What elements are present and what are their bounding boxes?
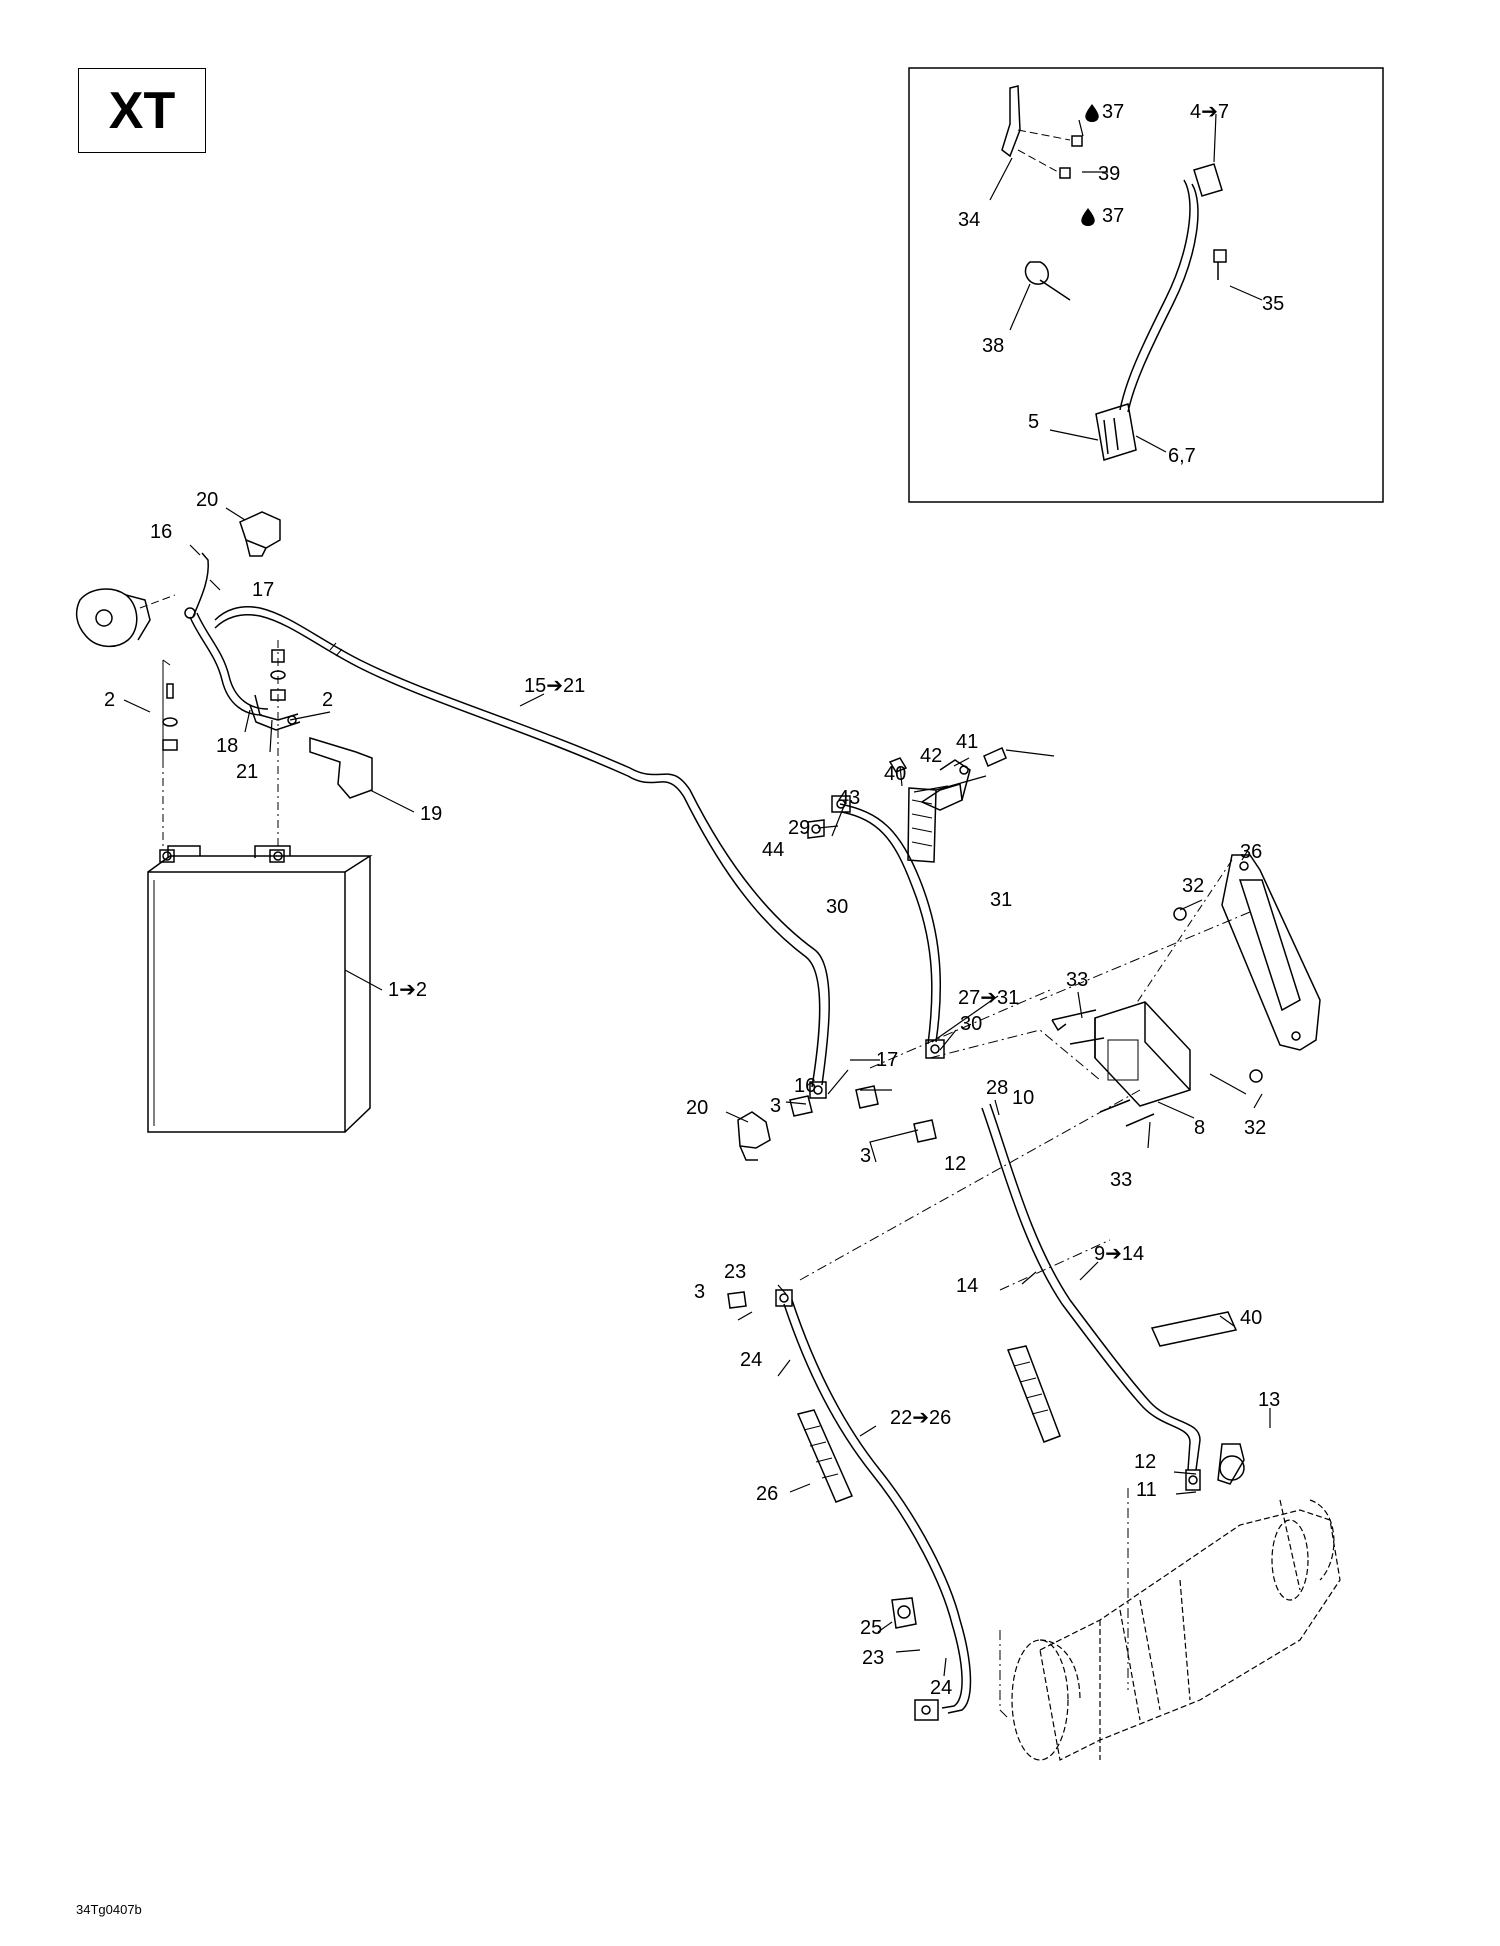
starter-cable	[981, 1103, 1201, 1491]
callout: 32	[1244, 1117, 1266, 1139]
terminal-boots	[239, 511, 1245, 1485]
ground-cable-lower	[775, 1289, 972, 1721]
oil-drop-icon	[1085, 104, 1099, 122]
inset-panel	[908, 67, 1384, 503]
callout: 30	[960, 1013, 982, 1035]
callout: 35	[1262, 293, 1284, 315]
callout: 20	[196, 489, 218, 511]
callout: 40	[1240, 1307, 1262, 1329]
callout: 3	[770, 1095, 781, 1117]
callout: 18	[216, 735, 238, 757]
callout: 44	[762, 839, 784, 861]
callout: 33	[1066, 969, 1088, 991]
callout: 3	[694, 1281, 705, 1303]
relay-box	[1094, 854, 1321, 1107]
starter-motor	[1011, 1499, 1341, 1761]
fasteners	[727, 907, 1263, 1309]
callout-labels: 20 16 17 2 2 18 21 19 1➔2 15➔21 41 42 40…	[104, 101, 1284, 1699]
callout: 29	[788, 817, 810, 839]
callout: 21	[236, 761, 258, 783]
callout: 4➔7	[1190, 101, 1229, 123]
callout: 19	[420, 803, 442, 825]
callout: 12	[1134, 1451, 1156, 1473]
callout: 41	[956, 731, 978, 753]
callout: 16	[150, 521, 172, 543]
callout: 39	[1098, 163, 1120, 185]
oil-drop-icon	[1081, 208, 1095, 226]
callout: 6,7	[1168, 445, 1196, 467]
assembly-leaders	[799, 911, 1251, 1721]
callout-leaders	[123, 113, 1271, 1677]
callout: 37	[1102, 205, 1124, 227]
inset-parts	[1001, 85, 1227, 461]
callout: 31	[990, 889, 1012, 911]
callout: 12	[944, 1153, 966, 1175]
reference-code: 34Tg0407b	[76, 1902, 142, 1917]
callout: 42	[920, 745, 942, 767]
callout: 40	[884, 763, 906, 785]
callout: 2	[322, 689, 333, 711]
callout: 25	[860, 1617, 882, 1639]
callout: 10	[1012, 1087, 1034, 1109]
callout: 23	[862, 1647, 884, 1669]
callout: 32	[1182, 875, 1204, 897]
callout: 34	[958, 209, 980, 231]
callout: 16	[794, 1075, 816, 1097]
callout: 1➔2	[388, 979, 427, 1001]
callout: 5	[1028, 411, 1039, 433]
callout: 14	[956, 1275, 978, 1297]
callout: 24	[930, 1677, 952, 1699]
ground-strap-hardware	[807, 746, 1007, 839]
callout: 2	[104, 689, 115, 711]
callout: 36	[1240, 841, 1262, 863]
callout: 23	[724, 1261, 746, 1283]
callout: 24	[740, 1349, 762, 1371]
callout: 9➔14	[1094, 1243, 1144, 1265]
callout: 33	[1110, 1169, 1132, 1191]
callout: 3	[860, 1145, 871, 1167]
ground-cable	[831, 787, 945, 1059]
model-label: XT	[108, 81, 176, 140]
callout: 13	[1258, 1389, 1280, 1411]
model-label-box: XT	[78, 68, 206, 153]
callout: 11	[1136, 1479, 1157, 1501]
callout: 27➔31	[958, 987, 1019, 1009]
oil-drop-icons	[1081, 104, 1099, 226]
callout: 38	[982, 335, 1004, 357]
callout: 43	[838, 787, 860, 809]
callout: 30	[826, 896, 848, 918]
callout: 17	[876, 1049, 898, 1071]
callout: 17	[252, 579, 274, 601]
callout: 15➔21	[524, 675, 585, 697]
callout: 26	[756, 1483, 778, 1505]
callout: 37	[1102, 101, 1124, 123]
positive-cable	[184, 552, 830, 1099]
callout: 22➔26	[890, 1407, 951, 1429]
callout: 8	[1194, 1117, 1205, 1139]
callout: 20	[686, 1097, 708, 1119]
battery	[147, 845, 373, 1133]
callout: 28	[986, 1077, 1008, 1099]
starter-solenoid-top	[75, 588, 176, 648]
